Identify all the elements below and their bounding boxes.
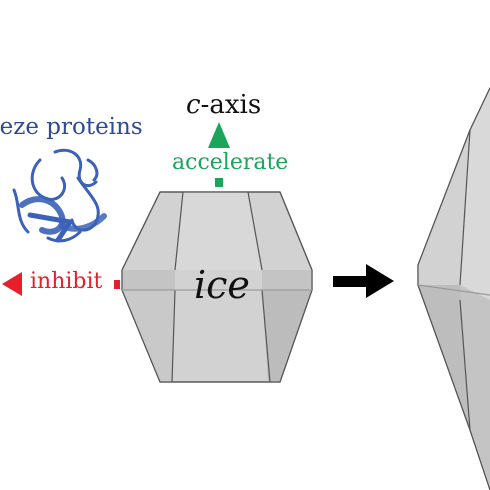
accelerate-label: accelerate: [172, 150, 289, 175]
protein-ribbon-icon: [12, 148, 107, 243]
elongated-ice-crystal: [417, 87, 490, 490]
c-axis-label: c-axis: [186, 92, 261, 118]
ice-crystal: [121, 191, 313, 383]
inhibit-label: inhibit: [30, 269, 103, 294]
inhibit-arrow: [2, 272, 120, 296]
right-arrow-icon: [333, 264, 394, 298]
c-axis-suffix: -axis: [200, 90, 262, 120]
accelerate-arrow: [208, 122, 230, 187]
ice-label: ice: [194, 263, 250, 307]
antifreeze-proteins-label: eeze proteins: [0, 114, 143, 140]
c-axis-letter: c: [186, 90, 201, 120]
